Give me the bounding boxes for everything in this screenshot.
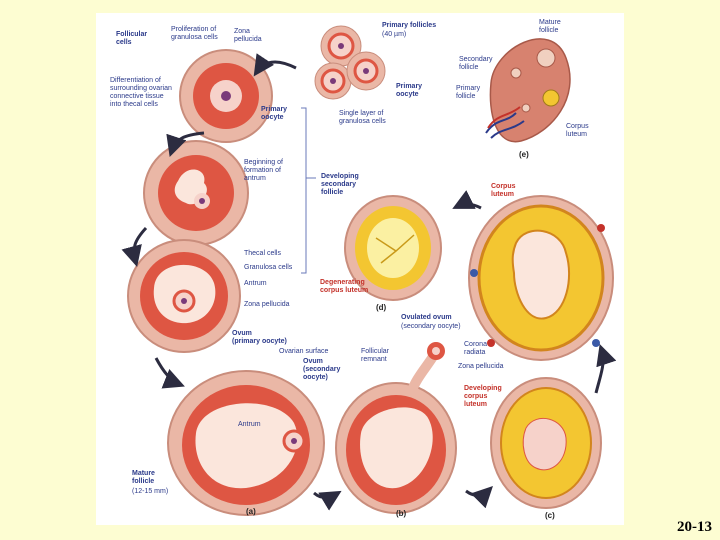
label-corona-radiata: Corona radiata	[464, 341, 487, 356]
diagram-panel: Follicular cells Proliferation of granul…	[96, 13, 624, 525]
label-thecal-cells: Thecal cells	[244, 250, 281, 257]
degenerating-corpus-luteum	[344, 195, 442, 301]
label-single-layer: Single layer of granulosa cells	[339, 110, 386, 125]
label-primary-follicles: Primary follicles	[382, 22, 437, 29]
label-corpus-luteum-big: Corpus luteum	[491, 183, 516, 198]
label-developing-secondary: Developing secondary follicle	[321, 173, 359, 196]
label-primary-follicle-e: Primary follicle	[456, 85, 481, 100]
label-proliferation: Proliferation of granulosa cells	[171, 26, 218, 41]
label-antrum-a: Antrum	[238, 421, 261, 428]
mature-follicle-a	[167, 370, 325, 516]
follicle-development-diagram	[121, 25, 617, 516]
label-ovum-primary: Ovum (primary oocyte)	[232, 330, 287, 345]
label-ovum-secondary: Ovum (secondary oocyte)	[303, 358, 341, 381]
label-antrum-side: Antrum	[244, 280, 267, 287]
label-primary-follicles-size: (40 µm)	[382, 31, 407, 38]
ovary-illustration	[485, 38, 571, 143]
ovulating-follicle-b	[335, 342, 457, 514]
label-zona-pellucida-top: Zona pellucida	[234, 28, 262, 43]
label-primary-oocyte-2: Primary oocyte	[396, 83, 423, 98]
primary-follicles-cluster	[314, 25, 386, 100]
label-secondary-follicle: Secondary follicle	[459, 56, 493, 71]
developing-secondary-follicle	[127, 239, 241, 353]
label-panel-c: (c)	[545, 511, 555, 520]
label-panel-d: (d)	[376, 303, 387, 312]
primary-follicle-stage1	[179, 49, 273, 143]
label-granulosa-cells: Granulosa cells	[244, 264, 293, 271]
label-beginning-antrum: Beginning of formation of antrum	[244, 159, 283, 182]
label-panel-b: (b)	[396, 509, 407, 518]
label-follicular-remnant: Follicular remnant	[361, 348, 390, 363]
label-panel-e: (e)	[519, 150, 529, 159]
developing-corpus-luteum-c	[490, 377, 602, 509]
label-mature-follicle-top: Mature follicle	[539, 19, 561, 34]
label-ovulated-ovum-sub: (secondary oocyte)	[401, 323, 461, 330]
label-primary-oocyte-1: Primary oocyte	[261, 106, 288, 121]
label-zona-pellucida-low: Zona pellucida	[458, 363, 504, 370]
label-corpus-luteum-e: Corpus luteum	[566, 123, 589, 138]
label-developing-corpus: Developing corpus luteum	[464, 385, 502, 408]
label-mature-follicle-bottom: Mature follicle	[132, 470, 155, 485]
cycle-arrows	[121, 53, 617, 511]
label-degenerating: Degenerating corpus luteum	[320, 279, 369, 294]
label-zona-pellucida-mid: Zona pellucida	[244, 301, 290, 308]
label-ovarian-surface: Ovarian surface	[279, 348, 329, 355]
label-follicular-cells: Follicular cells	[116, 31, 148, 46]
label-panel-a: (a)	[246, 507, 256, 516]
stage-bracket	[301, 107, 307, 274]
follicle-beginning-antrum	[143, 140, 249, 246]
corpus-luteum-large	[468, 195, 614, 361]
slide-number: 20-13	[677, 519, 712, 535]
label-mature-follicle-size: (12-15 mm)	[132, 488, 169, 495]
label-ovulated-ovum: Ovulated ovum	[401, 314, 452, 321]
label-differentiation: Differentiation of surrounding ovarian c…	[110, 77, 172, 108]
